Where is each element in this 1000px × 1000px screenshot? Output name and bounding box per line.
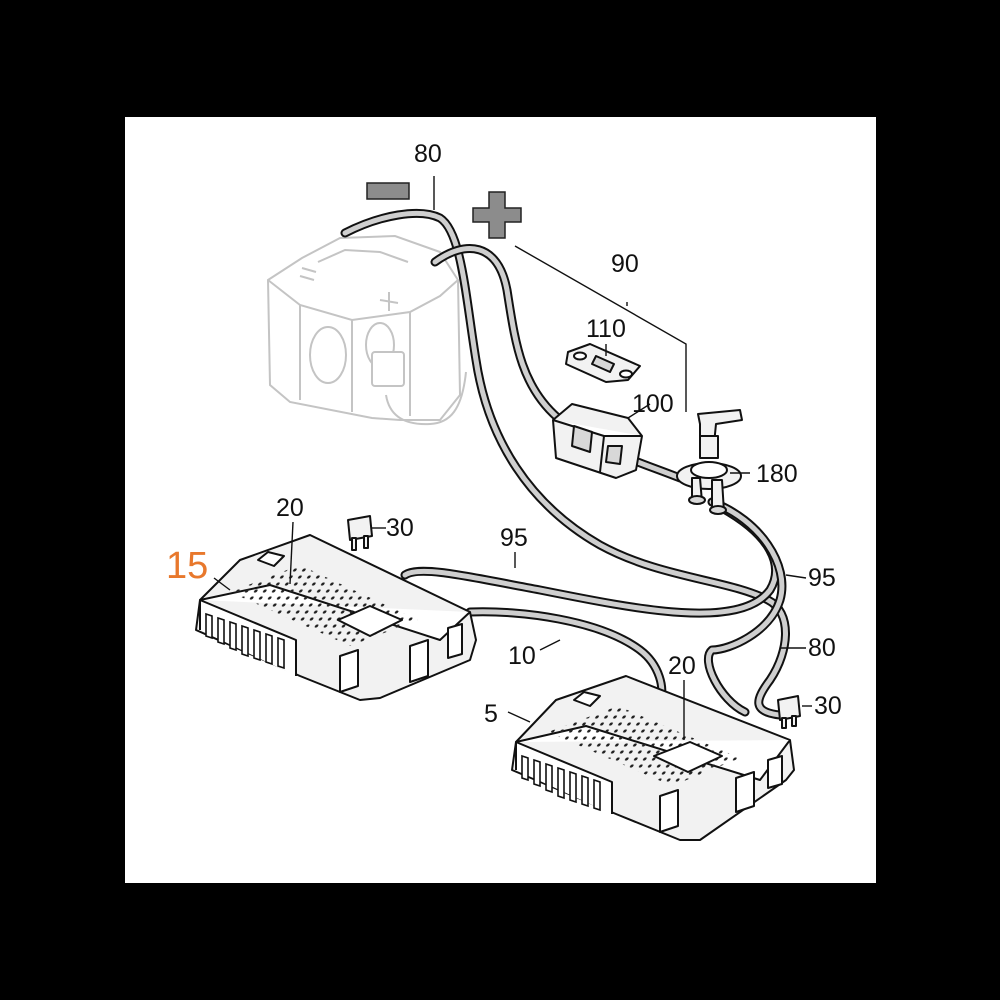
label-95-mid: 95 — [500, 524, 528, 552]
plus-sign-icon — [472, 191, 522, 239]
control-box-15 — [195, 534, 477, 701]
minus-sign-icon — [366, 182, 410, 200]
leader-lines — [213, 176, 812, 740]
isolator-switch-180 — [676, 409, 743, 515]
label-20-left: 20 — [276, 494, 304, 522]
label-30-left: 30 — [386, 514, 414, 542]
blade-fuse-30-right — [777, 695, 801, 729]
label-180: 180 — [756, 460, 798, 488]
label-90: 90 — [611, 250, 639, 278]
fuse-holder-100 — [552, 403, 643, 479]
label-80-top: 80 — [414, 140, 442, 168]
label-15: 15 — [166, 545, 208, 587]
label-80-right: 80 — [808, 634, 836, 662]
label-110: 110 — [586, 315, 626, 343]
cable-80-negative — [340, 208, 790, 720]
blade-fuse-30-left — [347, 515, 373, 551]
battery — [266, 234, 467, 426]
cable-95-right — [703, 497, 787, 717]
label-100: 100 — [632, 390, 674, 418]
fuse-110 — [565, 343, 641, 383]
label-30-right: 30 — [814, 692, 842, 720]
label-10: 10 — [508, 642, 536, 670]
label-95-right: 95 — [808, 564, 836, 592]
cable-95-long — [400, 503, 781, 618]
label-5: 5 — [484, 700, 498, 728]
cable-10-link — [465, 607, 667, 705]
control-box-5 — [511, 675, 795, 841]
label-20-right: 20 — [668, 652, 696, 680]
